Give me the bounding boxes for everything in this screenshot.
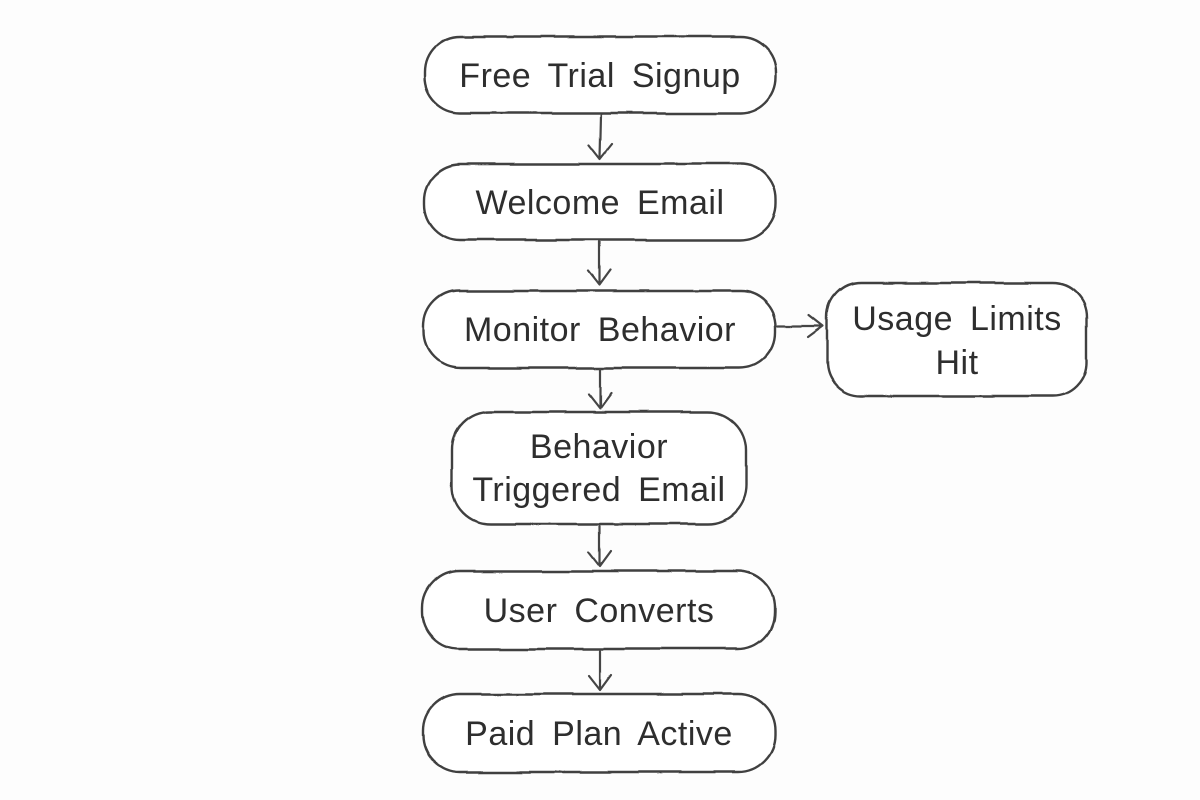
arrow-monitor-behavior-to-usage-limits-hit: [776, 313, 825, 339]
node-box-free-trial-signup: [422, 35, 778, 115]
node-label-paid-plan-active: Paid Plan Active: [465, 715, 733, 753]
node-label-behavior-triggered-email-line1: Behavior: [530, 428, 668, 466]
node-label-monitor-behavior: Monitor Behavior: [464, 311, 736, 349]
node-label-usage-limits-hit-line2: Hit: [935, 344, 978, 382]
node-label-free-trial-signup: Free Trial Signup: [459, 57, 740, 95]
node-box-welcome-email: [422, 162, 778, 242]
node-label-behavior-triggered-email-line2: Triggered Email: [472, 471, 725, 509]
arrow-free-trial-signup-to-welcome-email: [587, 113, 614, 161]
node-box-user-converts: [421, 569, 777, 651]
node-box-behavior-triggered-email: [450, 410, 748, 526]
node-box-paid-plan-active: [421, 692, 777, 774]
arrow-user-converts-to-paid-plan-active: [587, 649, 613, 692]
arrow-welcome-email-to-monitor-behavior: [587, 240, 613, 287]
node-label-user-converts: User Converts: [484, 592, 715, 630]
arrow-behavior-triggered-email-to-user-converts: [587, 524, 613, 568]
node-label-welcome-email: Welcome Email: [475, 184, 724, 222]
node-label-usage-limits-hit-line1: Usage Limits: [852, 300, 1062, 338]
arrow-monitor-behavior-to-behavior-triggered-email: [587, 366, 613, 410]
node-box-usage-limits-hit: [825, 281, 1089, 398]
